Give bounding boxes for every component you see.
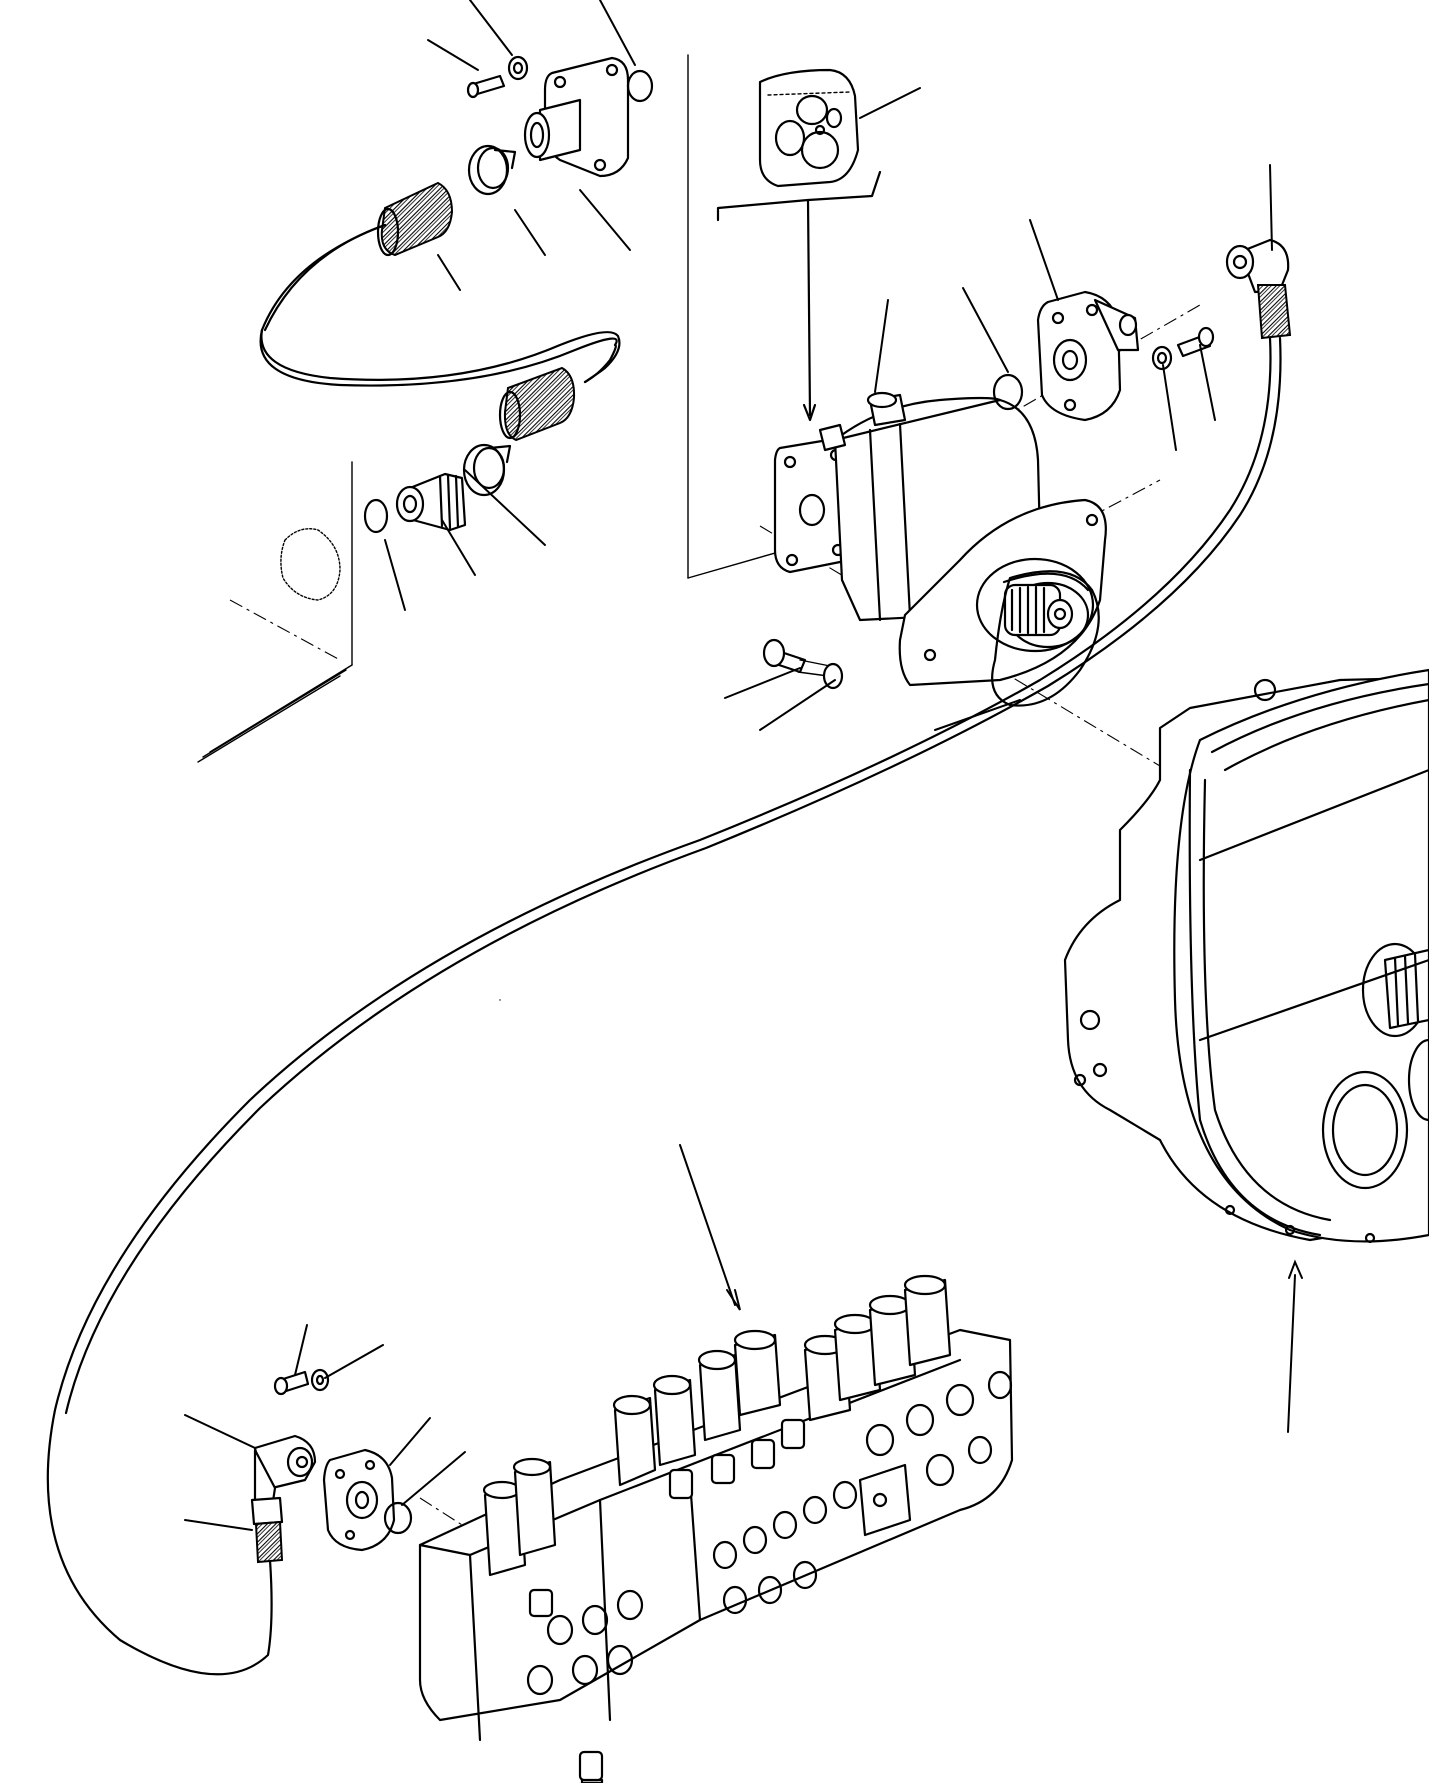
tube-adapter <box>395 472 467 532</box>
o-ring-adapter <box>363 498 389 534</box>
reference-lines <box>197 54 1201 1531</box>
pump-bolt <box>762 638 844 690</box>
leader-lines <box>184 0 1303 1531</box>
gear-pump <box>773 391 1107 687</box>
control-valve <box>418 1274 1014 1783</box>
hose-clamp-lower <box>462 443 512 497</box>
suction-hose-assembly <box>259 223 621 387</box>
hose-clamp-upper <box>467 144 517 196</box>
o-ring-valve <box>383 1501 413 1535</box>
bolt-top-left <box>466 55 529 99</box>
elbow-fitting-pump <box>1225 238 1292 340</box>
discharge-flange-valve <box>322 1448 396 1552</box>
main-pump-housing <box>1063 668 1429 1244</box>
elbow-fitting-valve <box>250 1434 317 1564</box>
bolt-valve-flange <box>273 1368 330 1396</box>
pump-gasket <box>991 570 1100 707</box>
seal-kit <box>716 68 882 422</box>
suction-hose-lower <box>498 366 576 442</box>
pilot-hose <box>46 336 1282 1676</box>
bolt-pump-flange <box>1151 326 1215 371</box>
o-ring-top <box>626 69 654 103</box>
o-ring-pump <box>992 373 1024 411</box>
suction-flange <box>523 56 630 178</box>
discharge-flange-pump <box>1036 290 1140 422</box>
suction-hose-upper <box>376 181 454 257</box>
tank-port-phantom <box>280 528 341 601</box>
